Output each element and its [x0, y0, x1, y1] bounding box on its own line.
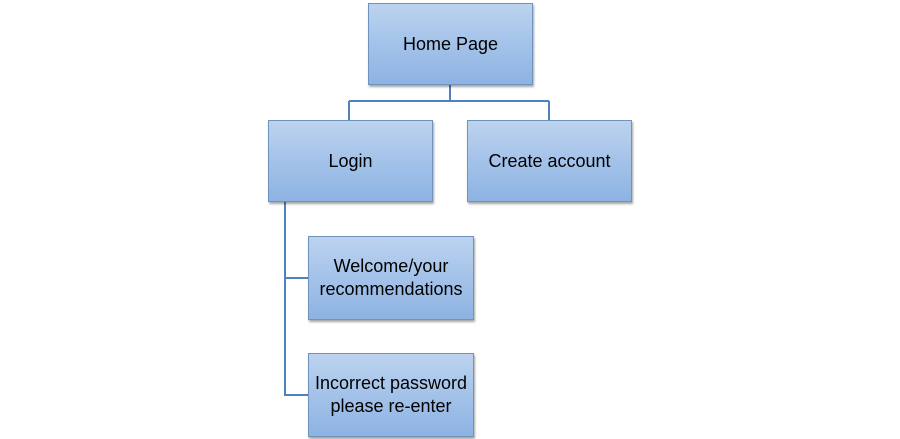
- node-create-account[interactable]: Create account: [467, 120, 632, 202]
- node-incorrect-password[interactable]: Incorrect password please re-enter: [308, 353, 474, 437]
- connector-login-to-welcome: [284, 202, 308, 279]
- node-create-account-label: Create account: [488, 150, 611, 171]
- node-login[interactable]: Login: [268, 120, 433, 202]
- node-welcome-recommendations-label: Welcome/your recommendations: [319, 256, 463, 299]
- node-login-label: Login: [328, 150, 373, 171]
- node-welcome-recommendations[interactable]: Welcome/your recommendations: [308, 236, 474, 320]
- node-home-page-label: Home Page: [402, 33, 499, 54]
- node-incorrect-password-label: Incorrect password please re-enter: [314, 373, 468, 416]
- connector-home-to-children: [348, 85, 550, 120]
- node-home-page[interactable]: Home Page: [368, 3, 533, 85]
- connector-login-to-incorrect: [284, 278, 308, 396]
